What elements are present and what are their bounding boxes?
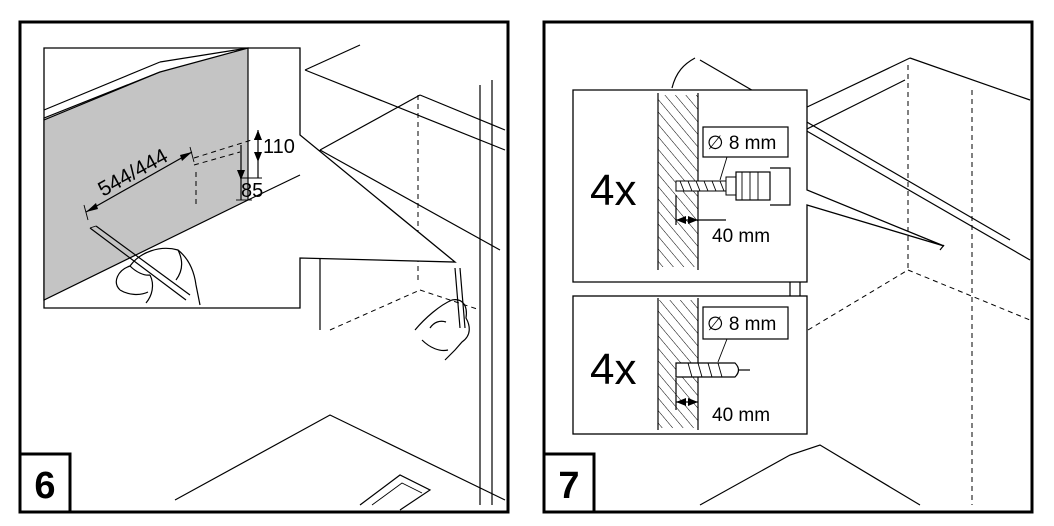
drill-diameter-box xyxy=(702,126,789,158)
plug-diameter-box xyxy=(702,306,789,340)
step-7-number: 7 xyxy=(558,465,579,507)
panel-7-background-scene xyxy=(671,57,1031,506)
plug-diameter-label: ∅ 8 mm xyxy=(707,314,776,335)
drill-diameter-label: ∅ 8 mm xyxy=(707,133,776,154)
dimension-85-label: 85 xyxy=(241,180,263,202)
panel-6-background-scene xyxy=(174,44,506,511)
drill-icon xyxy=(675,167,791,206)
dimension-110-label: 110 xyxy=(263,136,295,158)
step-7-badge xyxy=(542,452,596,514)
step-6-badge xyxy=(18,452,72,514)
hand-with-pencil xyxy=(89,225,201,306)
step-6-panel: 110 85 544/444 6 xyxy=(18,20,510,514)
plug-quantity: 4x xyxy=(590,345,636,394)
step-7-panel: 4x ∅ 8 mm 40 mm 4x ∅ 8 mm xyxy=(542,20,1034,514)
plug-depth-label: 40 mm xyxy=(712,405,770,426)
drill-quantity: 4x xyxy=(590,166,636,215)
step-6-number: 6 xyxy=(34,465,55,507)
drill-depth-label: 40 mm xyxy=(712,226,770,247)
small-hand-with-pencil xyxy=(414,267,470,361)
wall-plug-icon xyxy=(675,362,750,378)
